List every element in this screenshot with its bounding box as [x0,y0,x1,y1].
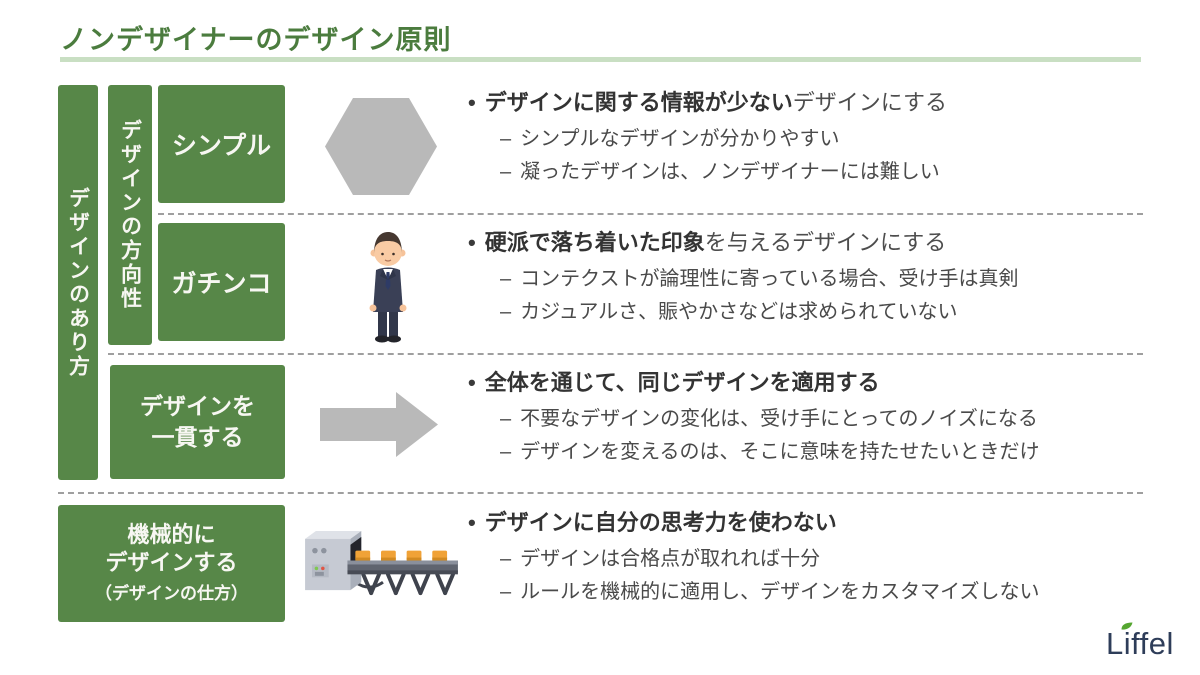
hexagon-icon [325,98,437,195]
main-point: •硬派で落ち着いた印象を与えるデザインにする [468,230,947,255]
category-bar-label: デザインのあり方 [66,186,90,379]
sub-point: –デザインは合格点が取れれば十分 [500,548,821,570]
sub-point: –コンテクストが論理性に寄っている場合、受け手は真剣 [500,268,1019,290]
bullet-marker: • [468,370,476,395]
row-label-gachinko: ガチンコ [158,223,285,341]
dash-marker: – [500,548,512,570]
page-title: ノンデザイナーのデザイン原則 [60,25,452,55]
bullet-block-ikkan: •全体を通じて、同じデザインを適用する –不要なデザインの変化は、受け手にとって… [468,368,1168,469]
dash-marker: – [500,408,512,430]
dash-marker: – [500,301,512,323]
dash-marker: – [500,441,512,463]
sub-point: –デザインを変えるのは、そこに意味を持たせたいときだけ [500,441,1040,463]
row-label-simple: シンプル [158,85,285,203]
liffel-logo: Liffel [1106,622,1174,662]
bullet-marker: • [468,90,476,115]
bullet-marker: • [468,230,476,255]
arrow-right-icon [320,392,438,457]
sub-point: –カジュアルさ、賑やかさなどは求められていない [500,301,958,323]
businessman-icon [369,232,407,343]
liffel-logo-text: Liffel [1106,626,1174,661]
main-point: •デザインに自分の思考力を使わない [468,510,837,535]
leaf-icon [1121,622,1133,630]
title-underline [60,57,1141,62]
category-bar-design-arikata: デザインのあり方 [58,85,98,480]
row-label-text: ガチンコ [171,270,272,298]
sub-point: –シンプルなデザインが分かりやすい [500,128,840,150]
category-bar-label: デザインの方向性 [118,119,142,311]
row-label-text: デザインを 一貫する [140,392,255,450]
row-label-kikai: 機械的に デザインする （デザインの仕方） [58,505,285,622]
conveyor-machine-icon [305,530,458,596]
dash-marker: – [500,581,512,603]
bullet-block-gachinko: •硬派で落ち着いた印象を与えるデザインにする –コンテクストが論理性に寄っている… [468,228,1168,329]
row-label-text: シンプル [171,132,272,160]
dash-marker: – [500,161,512,183]
row-divider [108,353,1143,355]
row-divider [158,213,1143,215]
sub-point: –ルールを機械的に適用し、デザインをカスタマイズしない [500,581,1040,603]
row-label-text: 機械的に デザインする （デザインの仕方） [95,521,248,603]
bullet-block-simple: •デザインに関する情報が少ないデザインにする –シンプルなデザインが分かりやすい… [468,88,1168,189]
row-divider [58,492,1143,494]
main-point: •全体を通じて、同じデザインを適用する [468,370,880,395]
row-label-ikkan: デザインを 一貫する [110,365,285,479]
dash-marker: – [500,128,512,150]
bullet-marker: • [468,510,476,535]
category-bar-design-houkousei: デザインの方向性 [108,85,152,345]
bullet-block-kikai: •デザインに自分の思考力を使わない –デザインは合格点が取れれば十分 –ルールを… [468,508,1168,609]
main-point: •デザインに関する情報が少ないデザインにする [468,90,947,115]
sub-point: –不要なデザインの変化は、受け手にとってのノイズになる [500,408,1038,430]
dash-marker: – [500,268,512,290]
sub-point: –凝ったデザインは、ノンデザイナーには難しい [500,161,940,183]
